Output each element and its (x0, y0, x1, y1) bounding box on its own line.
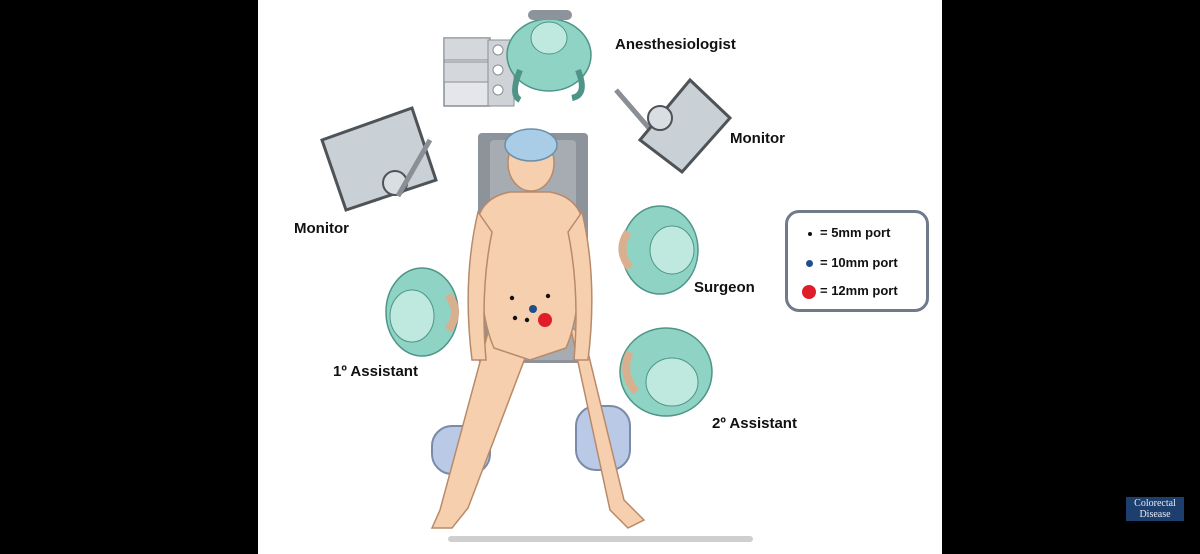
port-12mm (538, 313, 552, 327)
label-monitor-right: Monitor (730, 130, 785, 147)
surgeon-figure (618, 205, 699, 295)
legend-item-5mm: = 5mm port (802, 225, 890, 240)
journal-logo: Colorectal Disease (1126, 497, 1184, 521)
journal-logo-line1: Colorectal (1134, 498, 1176, 509)
label-assistant-2: 2º Assistant (712, 415, 797, 432)
label-anesthesiologist: Anesthesiologist (615, 36, 736, 53)
label-monitor-left: Monitor (294, 220, 349, 237)
label-assistant-1: 1º Assistant (333, 363, 418, 380)
legend-item-12mm: = 12mm port (802, 283, 898, 299)
anesthesia-machine (443, 37, 515, 107)
port-legend: = 5mm port = 10mm port = 12mm port (785, 210, 929, 312)
legend-dot-12mm (802, 284, 816, 299)
assistant-1-figure (385, 267, 459, 357)
port-5mm (509, 295, 515, 301)
journal-logo-line2: Disease (1139, 509, 1171, 520)
home-indicator[interactable] (448, 536, 753, 542)
legend-label-12mm: = 12mm port (820, 283, 898, 298)
port-5mm (512, 315, 518, 321)
anesthesiologist-figure (506, 10, 592, 103)
patient-figure (430, 134, 646, 529)
legend-dot-5mm (808, 231, 812, 236)
legend-item-10mm: = 10mm port (802, 255, 898, 270)
legend-dot-10mm (806, 260, 813, 268)
label-surgeon: Surgeon (694, 279, 755, 296)
monitor-right (614, 77, 733, 175)
legend-label-10mm: = 10mm port (820, 255, 898, 270)
surgical-cap (504, 128, 558, 162)
port-5mm (524, 317, 530, 323)
legend-label-5mm: = 5mm port (820, 225, 891, 240)
port-10mm (529, 305, 537, 313)
port-markers (509, 293, 552, 327)
assistant-2-figure (619, 327, 713, 417)
port-5mm (545, 293, 551, 299)
monitor-left (320, 106, 438, 212)
